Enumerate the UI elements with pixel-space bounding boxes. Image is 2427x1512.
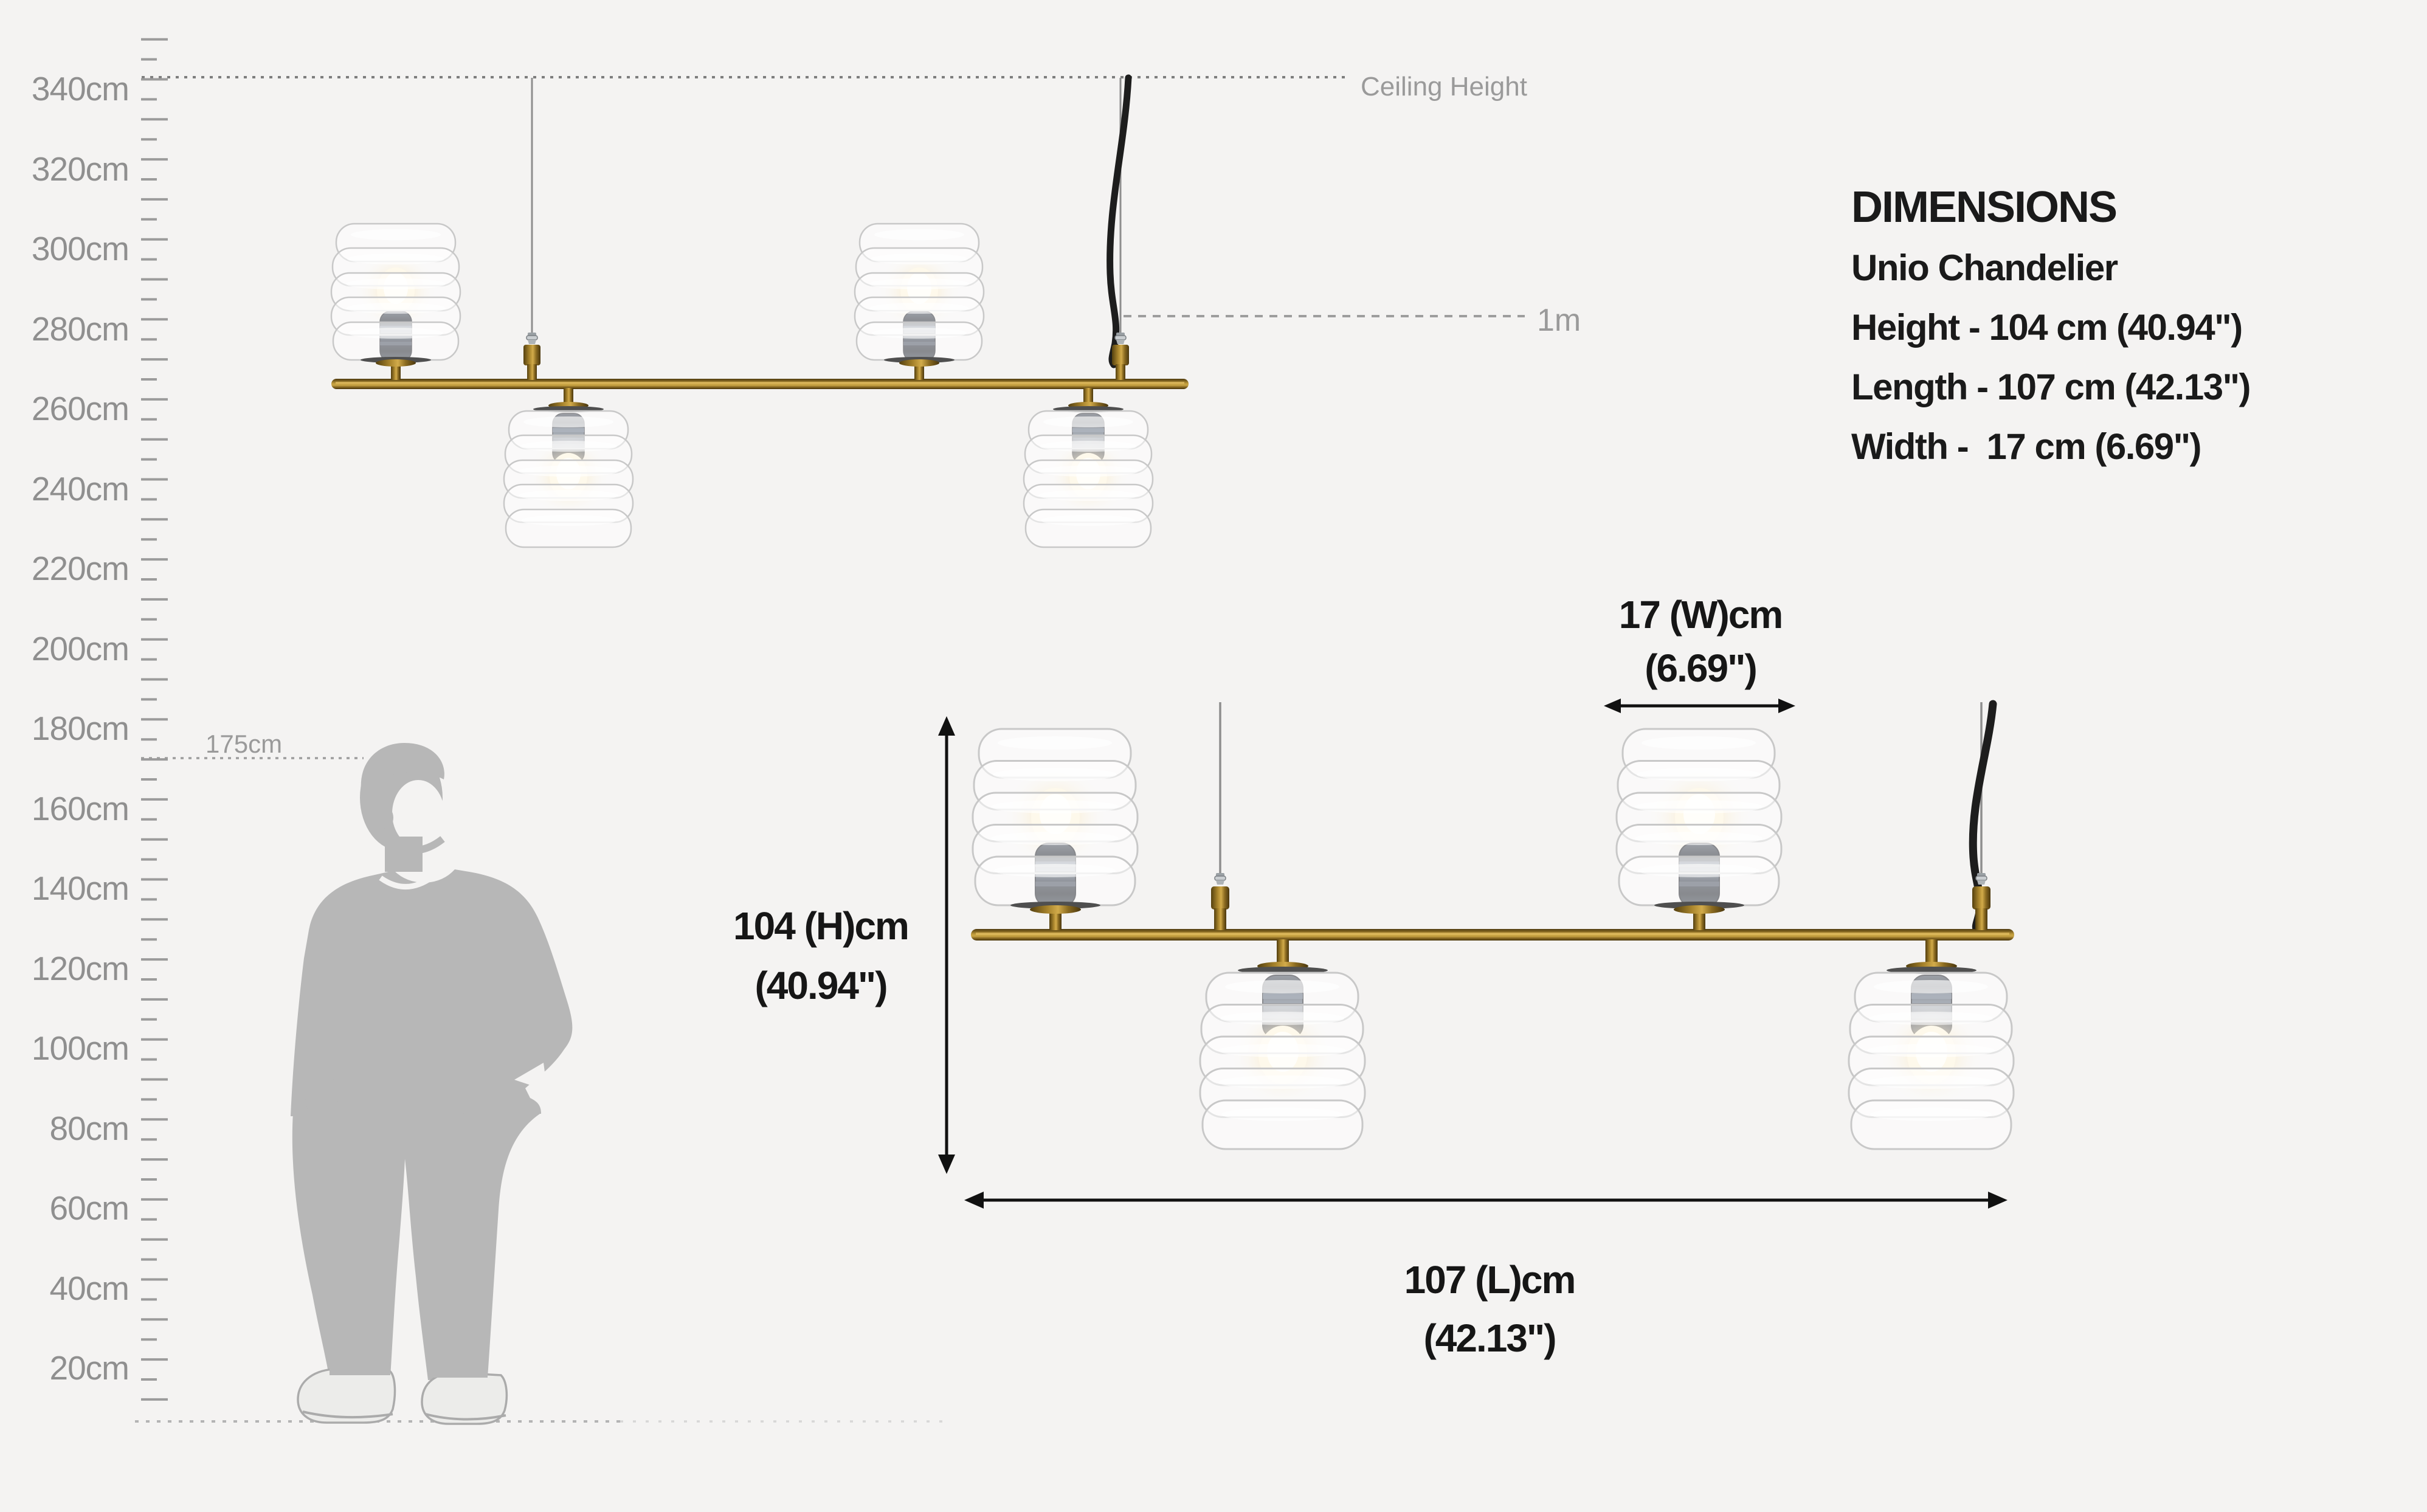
ruler-label: 100cm — [31, 1029, 129, 1067]
glass-lamp — [972, 728, 1139, 914]
length-callout-value: 107 (L)cm — [1404, 1258, 1576, 1302]
ruler-label: 280cm — [31, 309, 129, 348]
person-torso — [291, 869, 573, 1116]
length-callout-inches: (42.13") — [1423, 1316, 1556, 1360]
panel-height-line: Height - 104 cm (40.94") — [1851, 307, 2243, 348]
glass-lamp — [1848, 962, 2015, 1150]
ruler-label: 200cm — [31, 629, 129, 668]
ruler-label: 180cm — [31, 709, 129, 747]
glass-lamp — [854, 223, 985, 367]
ruler-label: 40cm — [49, 1269, 130, 1307]
ruler-ticks — [141, 38, 168, 1401]
ruler-label: 220cm — [31, 550, 129, 587]
ruler-label: 140cm — [31, 869, 129, 907]
height-callout-value: 104 (H)cm — [733, 904, 910, 948]
ruler-label: 160cm — [31, 789, 129, 827]
product-name: Unio Chandelier — [1851, 247, 2118, 288]
glass-lamp — [503, 402, 634, 548]
panel-title: DIMENSIONS — [1851, 183, 2118, 232]
power-cable — [1106, 74, 1132, 368]
ruler-label: 80cm — [49, 1109, 130, 1147]
chandelier-dimension-view — [971, 700, 2015, 1150]
glass-lamp — [1615, 728, 1783, 914]
glass-lamp — [330, 223, 461, 367]
panel-width-line: Width - 17 cm (6.69") — [1851, 426, 2202, 467]
ruler-label: 300cm — [31, 230, 129, 268]
dimension-arrows — [938, 699, 2008, 1209]
person-legs — [292, 1113, 540, 1380]
ruler-label: 320cm — [31, 150, 129, 188]
person-silhouette — [291, 743, 573, 1425]
ruler-label: 240cm — [31, 469, 129, 508]
ruler-label: 20cm — [49, 1349, 130, 1387]
ruler-label: 120cm — [31, 949, 129, 987]
width-callout-value: 17 (W)cm — [1618, 593, 1784, 637]
glass-lamp — [1023, 402, 1154, 548]
ceiling-height-label: Ceiling Height — [1361, 72, 1527, 102]
ruler-label: 60cm — [49, 1189, 130, 1227]
ruler-label: 340cm — [31, 70, 129, 108]
chandelier-scene-view — [330, 74, 1189, 548]
height-callout-inches: (40.94") — [754, 964, 888, 1007]
ruler-label: 260cm — [31, 390, 129, 427]
person-height-label: 175cm — [205, 730, 283, 758]
width-callout-inches: (6.69") — [1645, 646, 1758, 690]
suspension-length-label: 1m — [1537, 303, 1581, 338]
panel-length-line: Length - 107 cm (42.13") — [1851, 367, 2251, 407]
glass-lamp — [1199, 962, 1366, 1150]
